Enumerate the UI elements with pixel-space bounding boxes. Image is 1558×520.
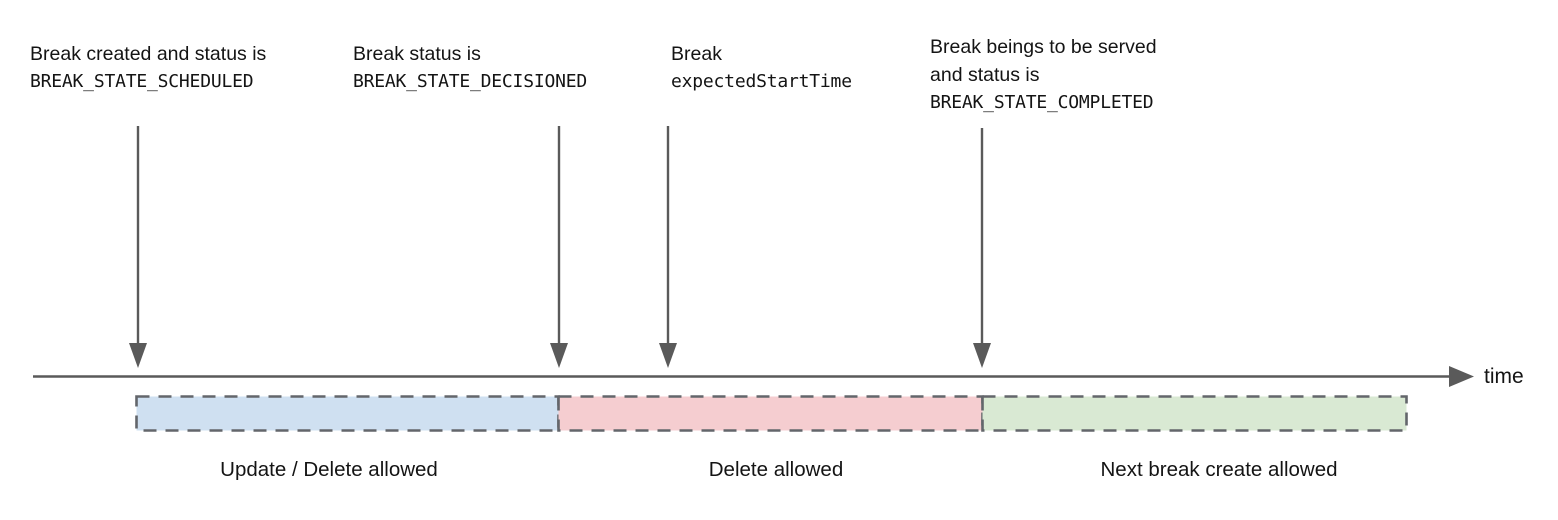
phase-caption-update-delete: Update / Delete allowed bbox=[220, 458, 438, 481]
time-axis-label: time bbox=[1484, 365, 1524, 388]
marker-label-decisioned: Break status is BREAK_STATE_DECISIONED bbox=[353, 40, 587, 96]
marker-label-line: Break beings to be served bbox=[930, 36, 1157, 58]
phase-bar-update-delete bbox=[135, 395, 560, 432]
marker-label-code: BREAK_STATE_DECISIONED bbox=[353, 71, 588, 92]
marker-label-line: Break created and status is bbox=[30, 43, 267, 65]
marker-label-code: BREAK_STATE_COMPLETED bbox=[930, 92, 1154, 113]
marker-arrow-completed bbox=[973, 128, 991, 368]
marker-arrow-decisioned bbox=[550, 126, 568, 368]
marker-label-line: Break bbox=[671, 43, 722, 65]
marker-label-expected-start: Break expectedStartTime bbox=[671, 40, 852, 96]
marker-label-line: Break status is bbox=[353, 43, 481, 65]
marker-label-code: BREAK_STATE_SCHEDULED bbox=[30, 71, 254, 92]
marker-label-completed: Break beings to be served and status is … bbox=[930, 33, 1157, 117]
phase-caption-delete: Delete allowed bbox=[708, 458, 844, 481]
marker-label-line: and status is bbox=[930, 64, 1040, 86]
time-axis bbox=[33, 366, 1474, 387]
marker-label-scheduled: Break created and status is BREAK_STATE_… bbox=[30, 40, 266, 96]
marker-arrow-scheduled bbox=[129, 126, 147, 368]
marker-arrow-expected-start bbox=[659, 126, 677, 368]
phase-bar-delete bbox=[557, 395, 984, 432]
phase-bar-next-create bbox=[981, 395, 1408, 432]
marker-label-code: expectedStartTime bbox=[671, 71, 852, 92]
phase-caption-next-create: Next break create allowed bbox=[1100, 458, 1338, 481]
